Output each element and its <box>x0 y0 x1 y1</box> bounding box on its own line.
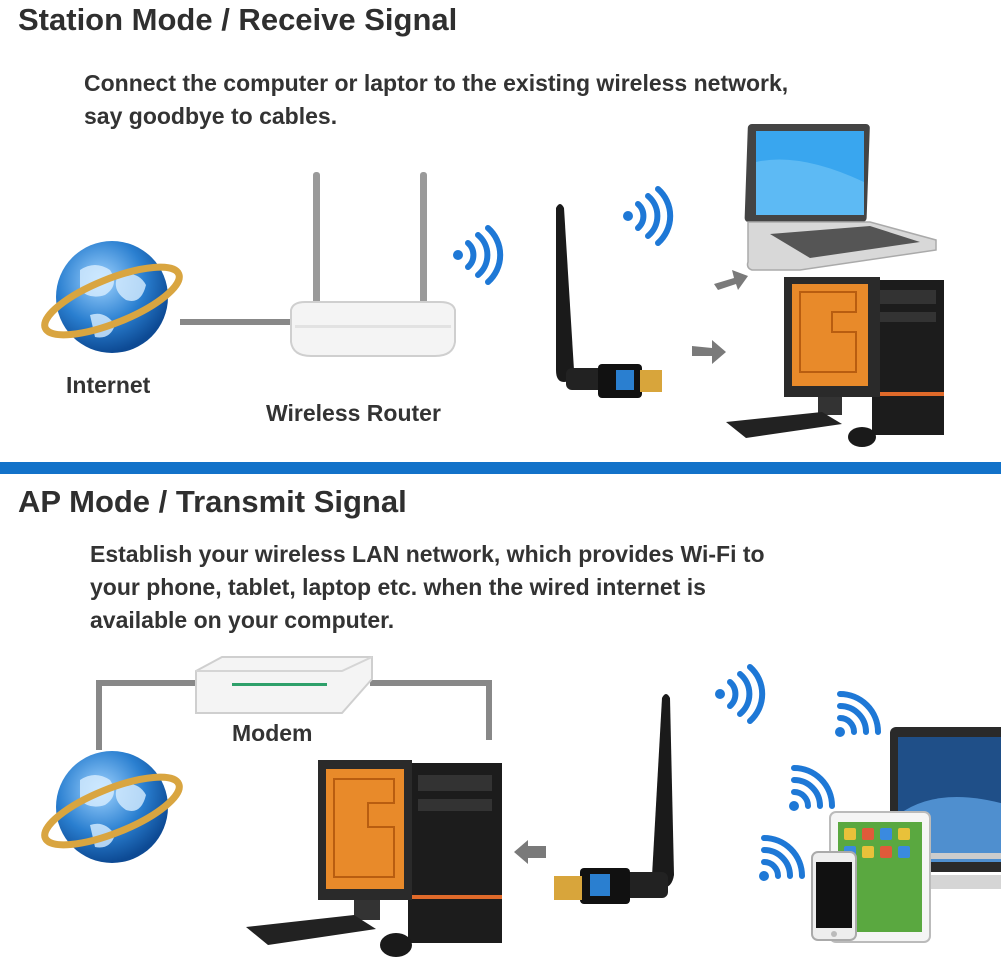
phone-icon <box>811 851 857 941</box>
wifi-signal-icon <box>453 225 504 285</box>
arrow-icon <box>514 840 546 864</box>
station-mode-description: Connect the computer or laptor to the ex… <box>84 67 884 133</box>
section-divider <box>0 462 1001 474</box>
ap-desc-line-1: Establish your wireless LAN network, whi… <box>90 541 765 567</box>
arrow-icon <box>692 340 726 364</box>
label-modem: Modem <box>232 720 313 746</box>
cable-line <box>370 680 492 686</box>
wifi-signal-icon <box>623 186 674 246</box>
label-internet: Internet <box>66 372 151 398</box>
station-desc-line-2: say goodbye to cables. <box>84 103 338 129</box>
modem-icon <box>195 656 373 714</box>
wifi-signal-icon <box>759 835 805 881</box>
station-desc-line-1: Connect the computer or laptor to the ex… <box>84 70 789 96</box>
label-wireless-router: Wireless Router <box>266 400 441 426</box>
laptop-icon <box>744 124 937 271</box>
wifi-signal-icon <box>789 765 835 811</box>
station-mode-title: Station Mode / Receive Signal <box>18 2 458 37</box>
globe-icon <box>41 751 183 863</box>
ap-mode-description: Establish your wireless LAN network, whi… <box>90 538 850 637</box>
ap-desc-line-3: available on your computer. <box>90 607 395 633</box>
cable-line <box>96 680 206 686</box>
ap-desc-line-2: your phone, tablet, laptop etc. when the… <box>90 574 706 600</box>
desktop-pc-icon <box>246 760 502 957</box>
globe-icon <box>41 241 183 353</box>
cable-line <box>180 319 295 325</box>
usb-adapter-icon <box>556 204 662 398</box>
wifi-signal-icon <box>715 664 766 724</box>
usb-adapter-icon <box>554 694 674 904</box>
ap-mode-title: AP Mode / Transmit Signal <box>18 484 407 519</box>
cable-line <box>486 680 492 740</box>
desktop-pc-icon <box>726 277 944 447</box>
cable-line <box>96 680 102 750</box>
wifi-signal-icon <box>835 691 881 737</box>
arrow-icon <box>714 270 748 290</box>
router-icon <box>290 172 456 357</box>
